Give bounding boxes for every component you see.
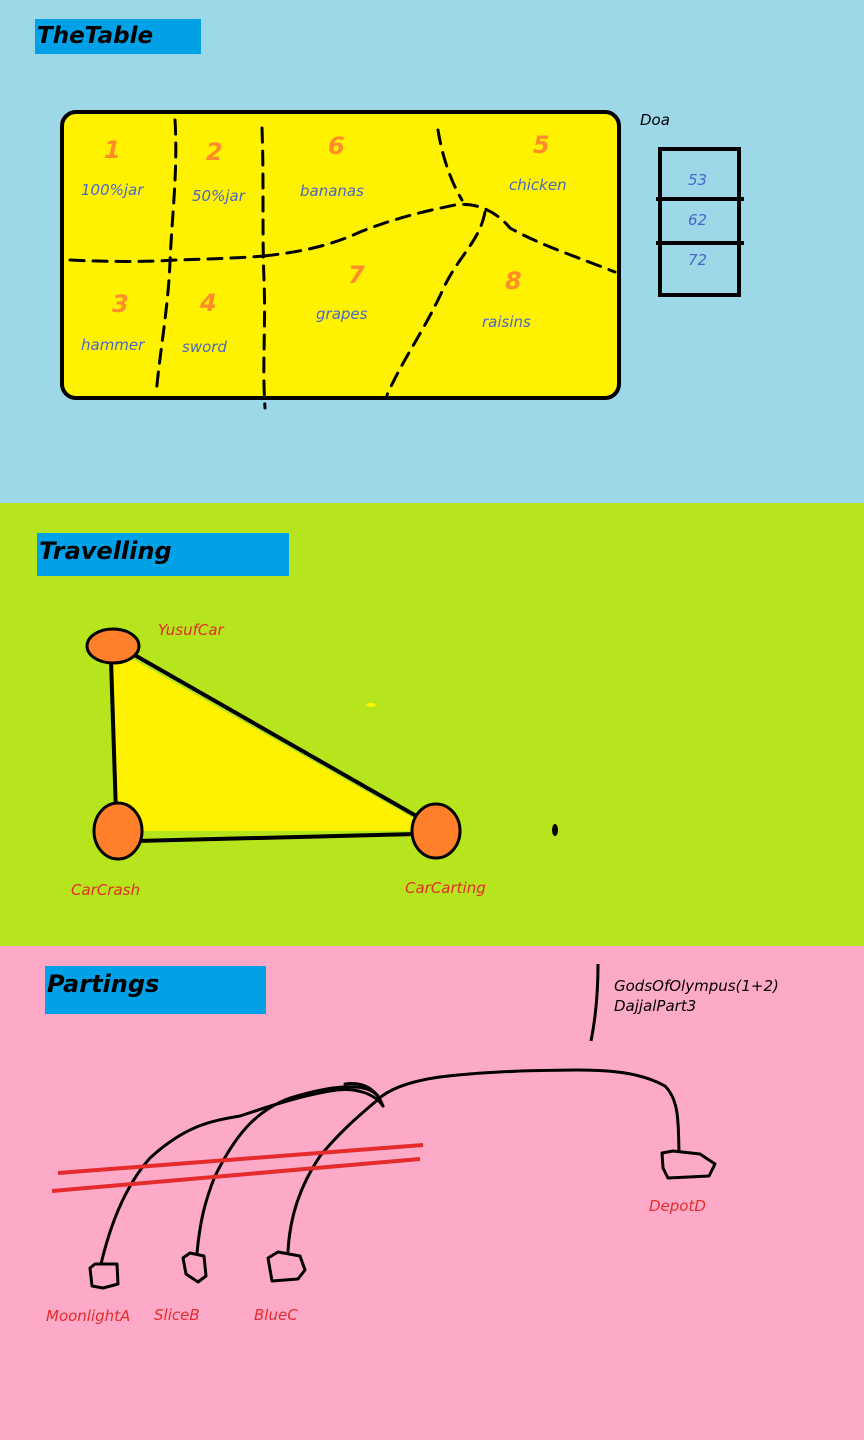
- travelling-drawing: YusufCar CarCrash CarCarting: [71, 621, 558, 899]
- cell-number: 1: [104, 136, 121, 164]
- table-header-box: TheTable: [35, 19, 201, 54]
- side-value: 72: [688, 251, 707, 269]
- side-stack: [658, 147, 741, 297]
- parting-label: DepotD: [649, 1197, 706, 1215]
- partings-section: Partings GodsOfOlympus(1+2) DajjalPart3 …: [0, 946, 864, 1440]
- partition-line: [436, 128, 464, 202]
- note-line: GodsOfOlympus(1+2): [614, 977, 779, 995]
- strike-line: [51, 1157, 421, 1193]
- end-box-bluec: [266, 1250, 307, 1283]
- table-section: TheTable 1 2 6 5 3 4 7 8 100%jar 50%jar …: [0, 0, 864, 503]
- cell-number: 6: [328, 132, 345, 160]
- cell-item: grapes: [316, 305, 368, 323]
- cell-number: 2: [206, 138, 223, 166]
- note-stroke: [589, 963, 600, 1042]
- cell-item: raisins: [482, 313, 531, 331]
- travel-edge: [109, 658, 118, 815]
- parting-label: BlueC: [254, 1306, 298, 1324]
- table-title: TheTable: [37, 23, 154, 49]
- node-label: CarCarting: [405, 879, 486, 897]
- black-dot: [552, 824, 558, 836]
- parting-curve: [195, 1085, 380, 1255]
- cell-item: sword: [182, 338, 227, 356]
- travelling-title: Travelling: [39, 537, 172, 565]
- travel-edge: [134, 832, 420, 843]
- node-carcrash: [92, 801, 144, 861]
- node-label: CarCrash: [71, 881, 140, 899]
- parting-curve: [99, 1088, 385, 1266]
- parting-curve: [286, 1068, 681, 1253]
- cell-number: 5: [533, 131, 550, 159]
- node-yusufcar: [85, 627, 141, 665]
- travelling-header-box: Travelling: [37, 533, 289, 576]
- cell-item: 100%jar: [81, 181, 144, 199]
- travel-edge: [122, 647, 427, 823]
- partition-line: [260, 126, 267, 410]
- cell-item: bananas: [300, 182, 364, 200]
- table-drawing: 1 2 6 5 3 4 7 8 100%jar 50%jar bananas c…: [60, 110, 744, 410]
- travelling-section: Travelling YusufCar CarCrash CarCarting: [0, 503, 864, 946]
- cell-item: hammer: [81, 336, 145, 354]
- partition-line: [385, 210, 487, 397]
- cell-number: 7: [348, 261, 365, 289]
- parting-label: MoonlightA: [46, 1307, 130, 1325]
- side-value: 53: [688, 171, 707, 189]
- partings-title: Partings: [47, 970, 160, 998]
- end-box-moonlighta: [88, 1262, 120, 1290]
- cell-item: chicken: [509, 176, 567, 194]
- end-box-sliceb: [181, 1251, 208, 1284]
- partition-line: [68, 254, 266, 263]
- end-box-depotd: [660, 1149, 717, 1180]
- table-surface: [60, 110, 621, 400]
- yellow-dot: [366, 703, 376, 707]
- node-label: YusufCar: [158, 621, 225, 639]
- partition-line: [154, 118, 178, 397]
- cell-item: 50%jar: [192, 187, 246, 205]
- cell-number: 4: [199, 289, 217, 317]
- parting-curve: [343, 1082, 385, 1108]
- parting-label: SliceB: [154, 1306, 200, 1324]
- cell-number: 3: [112, 290, 129, 318]
- partings-header-box: Partings: [45, 966, 266, 1014]
- side-label: Doa: [640, 111, 670, 129]
- partings-drawing: GodsOfOlympus(1+2) DajjalPart3 Moonlight…: [46, 963, 779, 1325]
- side-value: 62: [688, 211, 707, 229]
- partition-line: [262, 202, 617, 274]
- strike-line: [57, 1143, 424, 1175]
- node-carcarting: [410, 802, 462, 860]
- cell-number: 8: [505, 267, 522, 295]
- travel-triangle: [113, 648, 436, 831]
- note-line: DajjalPart3: [614, 997, 696, 1015]
